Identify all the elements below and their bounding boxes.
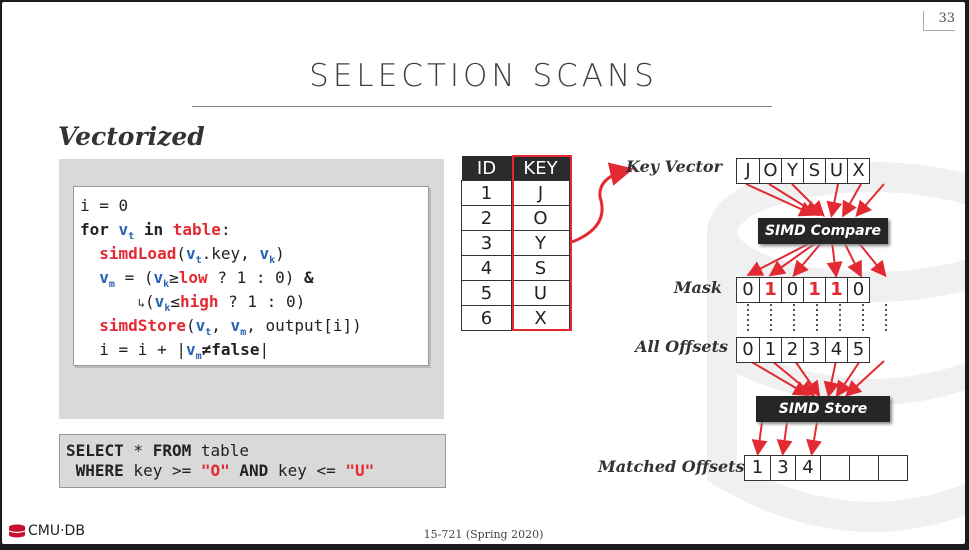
slide-title: SELECTION SCANS [309, 58, 658, 94]
slide-subtitle: Vectorized [58, 122, 205, 151]
offset-cell: 3 [803, 338, 825, 362]
fn-simdstore: simdStore [99, 316, 186, 335]
code-line-7: i = i + |vm≠false| [99, 340, 270, 363]
key-to-vector-arrow [571, 162, 634, 244]
cell-id: 1 [461, 180, 512, 206]
mask-cell: 0 [781, 278, 803, 302]
offset-cell: 0 [742, 339, 754, 360]
slide: 33 SELECTION SCANS Vectorized i = 0 for … [2, 2, 965, 544]
key-vector-cell: X [847, 159, 869, 183]
table-header-row: ID KEY [461, 156, 570, 181]
cell-id: 4 [461, 255, 512, 281]
mask-cell: 0 [742, 279, 754, 300]
matched-cell [820, 456, 849, 480]
sql-line-2: WHERE key >= "O" AND key <= "U" [66, 461, 375, 480]
key-vector-label: Key Vector [626, 157, 722, 176]
table-ident: table [172, 220, 221, 239]
sql-query-block: SELECT * FROM table WHERE key >= "O" AND… [59, 434, 446, 488]
sql-line-1: SELECT * FROM table [66, 441, 250, 460]
offset-cell: 5 [847, 338, 869, 362]
cell-key: O [511, 205, 570, 231]
key-vector-cell: J [745, 160, 751, 181]
col-header-key: KEY [511, 156, 570, 181]
mask-cell: 1 [825, 278, 847, 302]
simd-compare-op: SIMD Compare [758, 218, 888, 244]
key-vector-cell: O [759, 159, 781, 183]
key-vector-cell: S [803, 159, 825, 183]
cell-id: 6 [461, 305, 512, 331]
col-header-id: ID [461, 156, 512, 181]
code-line-6: simdStore(vt, vm, output[i]) [99, 316, 362, 339]
kw-in: in [143, 220, 164, 239]
cmu-db-logo: CMU·DB [8, 523, 85, 539]
title-divider [192, 106, 772, 107]
ident-low: low [178, 268, 208, 287]
simd-store-op: SIMD Store [756, 396, 890, 422]
logo-text: CMU·DB [28, 523, 85, 539]
code-line-2: for vt in table: [80, 220, 231, 243]
code-line-1: i = 0 [80, 196, 129, 215]
fn-simdload: simdLoad [99, 244, 177, 263]
code-line-3: simdLoad(vt.key, vk) [99, 244, 285, 267]
key-vector-cell: U [825, 159, 847, 183]
diagram-arrows [571, 162, 887, 456]
mask-label: Mask [673, 278, 722, 297]
matched-cell [849, 456, 878, 480]
ident-high: high [179, 292, 219, 311]
database-watermark-icon [707, 162, 965, 532]
matched-cell [878, 456, 907, 480]
matched-cell: 4 [795, 456, 820, 480]
matched-cell: 3 [770, 456, 795, 480]
code-line-5: ↳(vk≤high ? 1 : 0) [137, 292, 306, 315]
var-vt: vt [118, 220, 135, 243]
offset-cell: 4 [825, 338, 847, 362]
matched-cell: 1 [751, 457, 764, 478]
page-number: 33 [923, 11, 955, 31]
code-block: i = 0 for vt in table: simdLoad(vt.key, … [73, 186, 429, 366]
key-vector-cell: Y [781, 159, 803, 183]
footer-course: 15-721 (Spring 2020) [423, 528, 544, 541]
database-logo-icon [8, 524, 26, 538]
cell-key: X [511, 305, 570, 331]
continuation-arrow-icon: ↳ [137, 296, 146, 310]
cell-key: U [511, 280, 570, 306]
offset-cell: 1 [759, 338, 781, 362]
kw-for: for [80, 220, 109, 239]
mask-cell: 1 [803, 278, 825, 302]
offset-cell: 2 [781, 338, 803, 362]
cell-id: 3 [461, 230, 512, 256]
key-column-highlight [512, 155, 572, 331]
matched-offsets-label: Matched Offsets [598, 457, 745, 476]
all-offsets-label: All Offsets [635, 337, 728, 356]
mask-cell: 0 [847, 278, 869, 302]
mask-cell: 1 [759, 278, 781, 302]
code-line-4: vm = (vk≥low ? 1 : 0) & [99, 268, 314, 291]
